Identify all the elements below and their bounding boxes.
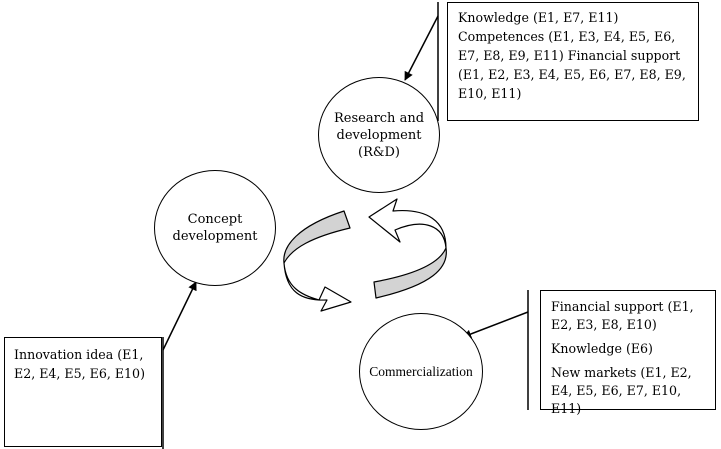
- research-resources-box: Knowledge (E1, E7, E11) Competences (E1,…: [447, 2, 699, 121]
- rd-pointer-arrow-icon: [404, 15, 439, 81]
- concept-pointer-arrow-icon: [162, 281, 197, 351]
- comm-markets-text: New markets (E1, E2, E4, E5, E6, E7, E10…: [551, 365, 692, 416]
- stage-research-development: Research and development (R&D): [318, 77, 440, 193]
- stage-research-label: Research and development (R&D): [333, 110, 425, 160]
- comm-knowledge-text: Knowledge (E6): [551, 341, 653, 356]
- commercialization-resources-box: Financial support (E1, E2, E3, E8, E10) …: [540, 290, 716, 416]
- research-resources-text: Knowledge (E1, E7, E11) Competences (E1,…: [458, 10, 686, 101]
- innovation-idea-box: Innovation idea (E1, E2, E4, E5, E6, E10…: [4, 337, 162, 447]
- stage-concept-development: Concept development: [154, 170, 276, 286]
- comm-financial-text: Financial support (E1, E2, E3, E8, E10): [551, 299, 694, 332]
- stage-commercialization-label: Commercialization: [369, 364, 473, 379]
- stage-concept-label: Concept development: [172, 212, 258, 244]
- innovation-idea-text: Innovation idea (E1, E2, E4, E5, E6, E10…: [14, 347, 145, 381]
- cycle-arrow-icon: [283, 198, 447, 312]
- stage-commercialization: Commercialization: [359, 313, 483, 430]
- comm-pointer-arrow-icon: [462, 311, 529, 339]
